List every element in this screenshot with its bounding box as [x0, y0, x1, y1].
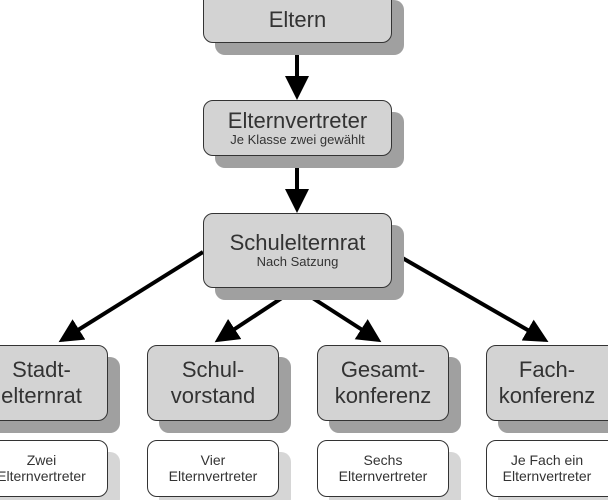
node-line: Schul-	[181, 356, 245, 382]
node-line: Gesamt-	[340, 356, 426, 382]
note-line: Elternvertreter	[168, 467, 258, 484]
node-title: Elternvertreter	[227, 107, 368, 133]
arrow-to-fachkonferenz	[391, 250, 549, 342]
note-line: Elternvertreter	[0, 467, 86, 484]
node-subtitle: Je Klasse zwei gewählt	[230, 131, 365, 147]
node-fachkonferenz: Fach-konferenz	[486, 345, 608, 421]
node-line: konferenz	[334, 383, 432, 408]
note-line: Sechs	[363, 452, 403, 469]
node-line: Stadt-	[12, 356, 71, 382]
node-title: Schulelternrat	[229, 230, 366, 256]
note-line: Je Fach ein	[510, 452, 584, 469]
arrow-to-schulvorstand	[214, 286, 299, 343]
node-stadtelternrat: Stadt-elternrat	[0, 345, 108, 421]
node-gesamtkonferenz: Gesamt-konferenz	[317, 345, 449, 421]
node-title: Eltern	[268, 7, 327, 33]
note-line: Zwei	[26, 452, 57, 469]
node-eltern: Eltern	[203, 0, 392, 43]
arrow-to-gesamtkonferenz	[295, 286, 382, 343]
node-schulvorstand: Schul-vorstand	[147, 345, 279, 421]
note-line: Vier	[200, 452, 226, 469]
note-line: Elternvertreter	[338, 467, 428, 484]
node-line: elternrat	[1, 383, 82, 408]
arrow-to-stadtelternrat	[58, 250, 205, 343]
node-line: Fach-	[518, 356, 576, 382]
node-subtitle: Nach Satzung	[256, 254, 339, 270]
node-line: vorstand	[170, 383, 256, 408]
note-line: Elternvertreter	[502, 467, 592, 484]
node-line: konferenz	[498, 383, 596, 408]
